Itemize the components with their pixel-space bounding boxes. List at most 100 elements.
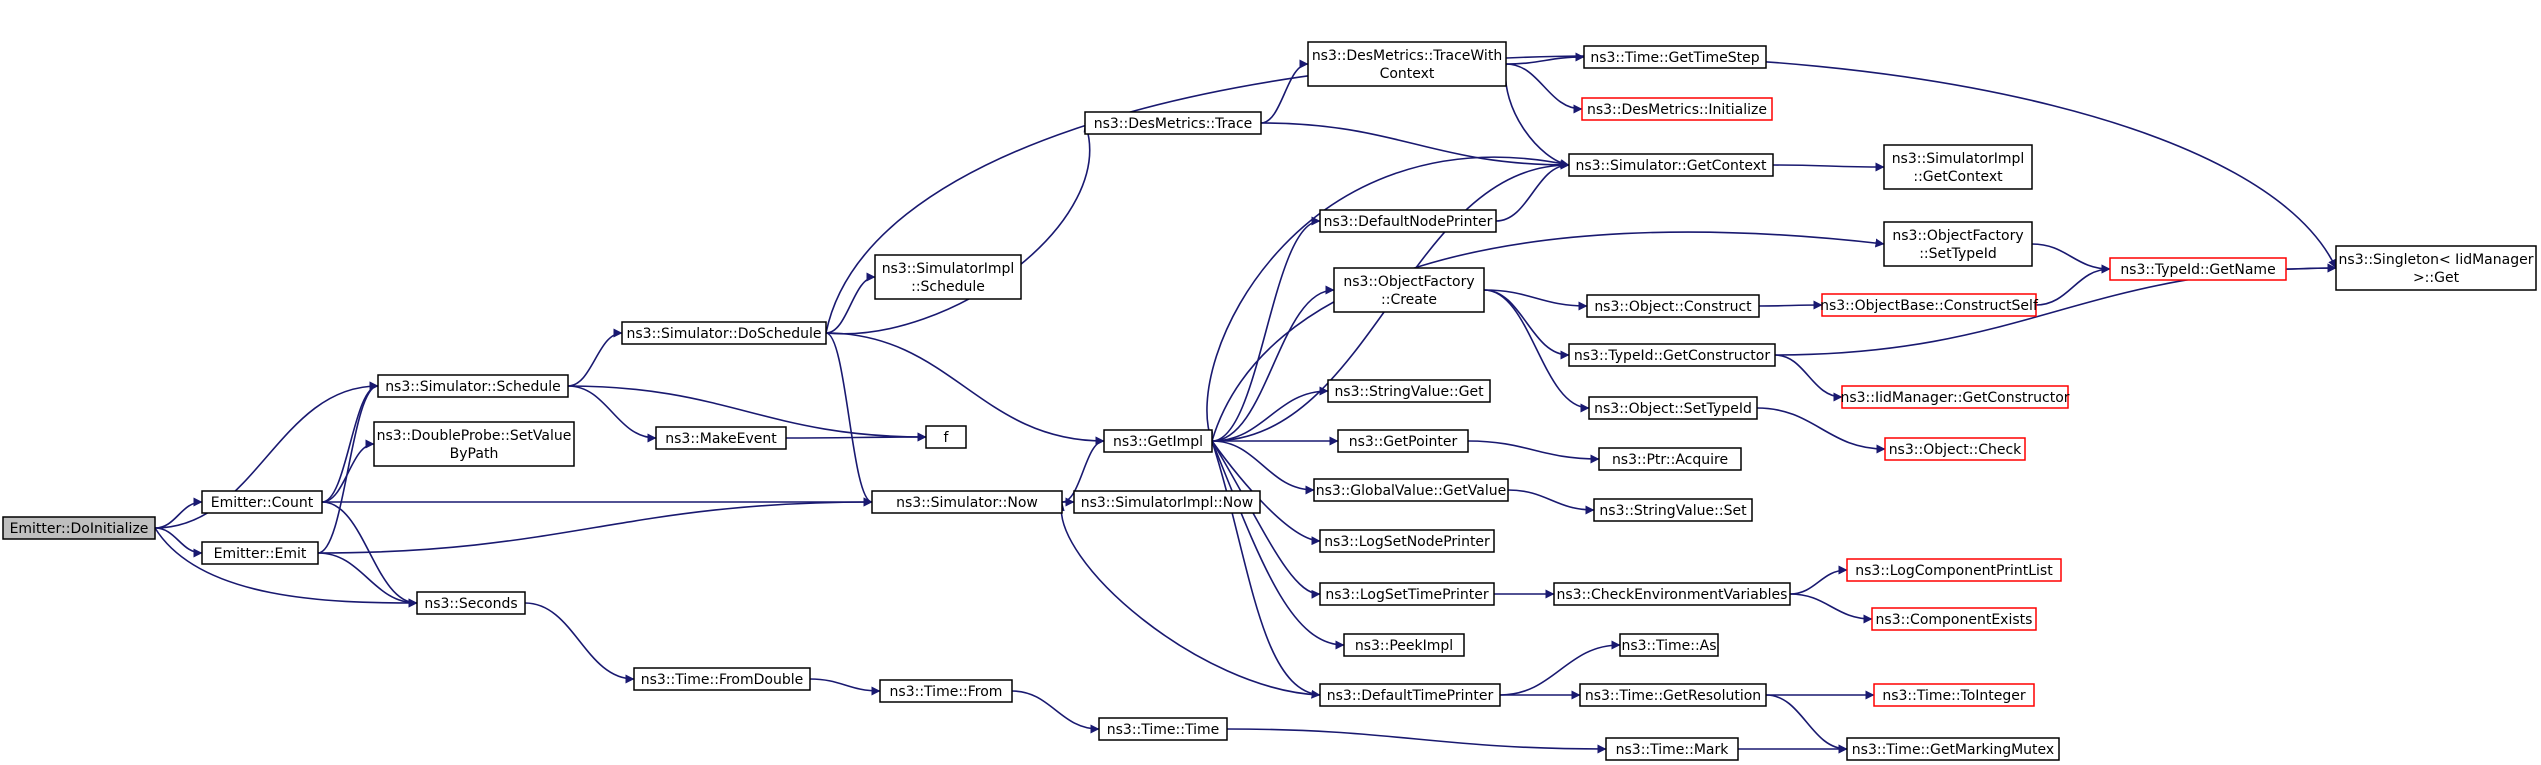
node-label: ns3::PeekImpl <box>1355 638 1453 654</box>
node-label: ns3::LogSetNodePrinter <box>1324 534 1490 550</box>
node-seconds[interactable]: ns3::Seconds <box>416 591 526 615</box>
node-typeid-getconstructor[interactable]: ns3::TypeId::GetConstructor <box>1568 343 1776 367</box>
node-box <box>925 425 967 449</box>
node-stringvalue-set[interactable]: ns3::StringValue::Set <box>1593 498 1753 522</box>
node-globalvalue-getvalue[interactable]: ns3::GlobalValue::GetValue <box>1313 478 1509 502</box>
node-time-getmarkingmutex[interactable]: ns3::Time::GetMarkingMutex <box>1846 737 2060 761</box>
node-object-construct[interactable]: ns3::Object::Construct <box>1586 294 1760 318</box>
edge-emitter-doinitialize-to-seconds <box>154 527 418 608</box>
node-box <box>1098 717 1228 741</box>
edge-objectfactory-create-to-object-construct <box>1483 289 1588 311</box>
node-time-fromdouble[interactable]: ns3::Time::FromDouble <box>633 667 811 691</box>
node-label: ns3::Object::SetTypeId <box>1594 401 1752 417</box>
node-desmetrics-trace[interactable]: ns3::DesMetrics::Trace <box>1084 111 1262 135</box>
node-iidmanager-getconstructor[interactable]: ns3::IidManager::GetConstructor <box>1840 385 2070 409</box>
edge-simulator-schedule-to-simulator-doschedule <box>567 328 623 387</box>
node-simulator-getcontext[interactable]: ns3::Simulator::GetContext <box>1568 153 1774 177</box>
node-object-check[interactable]: ns3::Object::Check <box>1884 437 2026 461</box>
node-label: ns3::Time::GetMarkingMutex <box>1852 742 2054 758</box>
edge-simulator-doschedule-to-desmetrics-trace <box>825 122 1093 335</box>
node-time-gettimestep[interactable]: ns3::Time::GetTimeStep <box>1583 45 1767 69</box>
node-box <box>1327 379 1491 403</box>
node-logsettimeprinter[interactable]: ns3::LogSetTimePrinter <box>1319 582 1495 606</box>
node-time-tointeger[interactable]: ns3::Time::ToInteger <box>1873 683 2035 707</box>
node-box <box>1319 209 1497 233</box>
node-simulator-schedule[interactable]: ns3::Simulator::Schedule <box>377 374 569 398</box>
node-box <box>1873 683 2035 707</box>
node-emitter-doinitialize[interactable]: Emitter::DoInitialize <box>2 516 156 540</box>
node-peekimpl[interactable]: ns3::PeekImpl <box>1343 633 1465 657</box>
node-objectfactory-settypeid[interactable]: ns3::ObjectFactory::SetTypeId <box>1883 221 2033 267</box>
node-label: ns3::ObjectFactory <box>1343 274 1474 290</box>
edge-checkenvironmentvariables-to-componentexists <box>1789 593 1873 624</box>
node-componentexists[interactable]: ns3::ComponentExists <box>1871 607 2037 631</box>
node-box <box>201 490 323 514</box>
node-emitter-emit[interactable]: Emitter::Emit <box>201 541 319 565</box>
node-f[interactable]: f <box>925 425 967 449</box>
edge-objectbase-constructself-to-typeid-getname <box>2035 264 2111 306</box>
node-simulator-now[interactable]: ns3::Simulator::Now <box>871 490 1063 514</box>
node-simulatorimpl-getcontext[interactable]: ns3::SimulatorImpl::GetContext <box>1883 144 2033 190</box>
node-time-as[interactable]: ns3::Time::As <box>1619 633 1719 657</box>
node-logcomponentprintlist[interactable]: ns3::LogComponentPrintList <box>1846 558 2062 582</box>
node-label: Emitter::Count <box>211 495 314 511</box>
edge-emitter-emit-to-simulator-schedule <box>317 381 379 554</box>
node-label: ns3::Simulator::Schedule <box>385 379 561 395</box>
node-box <box>874 254 1022 300</box>
node-getpointer[interactable]: ns3::GetPointer <box>1337 429 1469 453</box>
node-desmetrics-initialize[interactable]: ns3::DesMetrics::Initialize <box>1581 97 1773 121</box>
edge-simulator-doschedule-to-singleton-iidmanager-get <box>825 55 2337 334</box>
node-emitter-count[interactable]: Emitter::Count <box>201 490 323 514</box>
node-box <box>1871 607 2037 631</box>
node-stringvalue-get[interactable]: ns3::StringValue::Get <box>1327 379 1491 403</box>
node-getimpl[interactable]: ns3::GetImpl <box>1103 429 1213 453</box>
node-ptr-acquire[interactable]: ns3::Ptr::Acquire <box>1598 447 1742 471</box>
node-objectbase-constructself[interactable]: ns3::ObjectBase::ConstructSelf <box>1820 293 2039 317</box>
node-label: ns3::DefaultTimePrinter <box>1327 688 1494 704</box>
node-logsetnodeprinter[interactable]: ns3::LogSetNodePrinter <box>1319 529 1495 553</box>
node-label: Context <box>1380 66 1435 82</box>
node-makeevent[interactable]: ns3::MakeEvent <box>655 426 787 450</box>
node-box <box>1883 221 2033 267</box>
edge-typeid-getname-to-singleton-iidmanager-get <box>2285 263 2337 273</box>
node-singleton-iidmanager-get[interactable]: ns3::Singleton< IidManager >::Get <box>2335 245 2537 291</box>
node-defaultnodeprinter[interactable]: ns3::DefaultNodePrinter <box>1319 209 1497 233</box>
node-objectfactory-create[interactable]: ns3::ObjectFactory::Create <box>1333 267 1485 313</box>
node-label: >::Get <box>2413 270 2460 286</box>
edge-getpointer-to-ptr-acquire <box>1467 440 1600 464</box>
edge-simulator-getcontext-to-simulatorimpl-getcontext <box>1772 162 1885 172</box>
node-box <box>1073 490 1261 514</box>
node-label: ns3::TypeId::GetName <box>2120 262 2275 278</box>
edge-getimpl-to-globalvalue-getvalue <box>1211 440 1315 495</box>
node-time-getresolution[interactable]: ns3::Time::GetResolution <box>1579 683 1767 707</box>
node-time-mark[interactable]: ns3::Time::Mark <box>1605 737 1739 761</box>
node-label: Emitter::DoInitialize <box>10 521 149 537</box>
node-label: ByPath <box>450 446 499 462</box>
node-simulatorimpl-schedule[interactable]: ns3::SimulatorImpl::Schedule <box>874 254 1022 300</box>
node-label: ::Create <box>1381 292 1437 308</box>
node-simulatorimpl-now[interactable]: ns3::SimulatorImpl::Now <box>1073 490 1261 514</box>
node-typeid-getname[interactable]: ns3::TypeId::GetName <box>2109 257 2287 281</box>
node-label: ns3::GetPointer <box>1349 434 1458 450</box>
node-defaulttimeprinter[interactable]: ns3::DefaultTimePrinter <box>1319 683 1501 707</box>
node-box <box>1568 153 1774 177</box>
node-label: ns3::Time::ToInteger <box>1882 688 2026 704</box>
edge-layer <box>154 52 2337 754</box>
node-label: Emitter::Emit <box>214 546 307 562</box>
node-box <box>1084 111 1262 135</box>
node-checkenvironmentvariables[interactable]: ns3::CheckEnvironmentVariables <box>1553 582 1791 606</box>
node-box <box>1313 478 1509 502</box>
node-label: ns3::GetImpl <box>1113 434 1203 450</box>
node-box <box>1307 41 1507 87</box>
node-object-settypeid[interactable]: ns3::Object::SetTypeId <box>1588 396 1758 420</box>
node-simulator-doschedule[interactable]: ns3::Simulator::DoSchedule <box>621 321 827 345</box>
node-time-time[interactable]: ns3::Time::Time <box>1098 717 1228 741</box>
edge-time-fromdouble-to-time-from <box>809 678 881 696</box>
node-time-from[interactable]: ns3::Time::From <box>879 679 1013 703</box>
edge-object-settypeid-to-object-check <box>1756 407 1886 454</box>
node-label: ns3::GlobalValue::GetValue <box>1316 483 1506 499</box>
node-box <box>377 374 569 398</box>
node-label: ns3::ComponentExists <box>1876 612 2033 628</box>
